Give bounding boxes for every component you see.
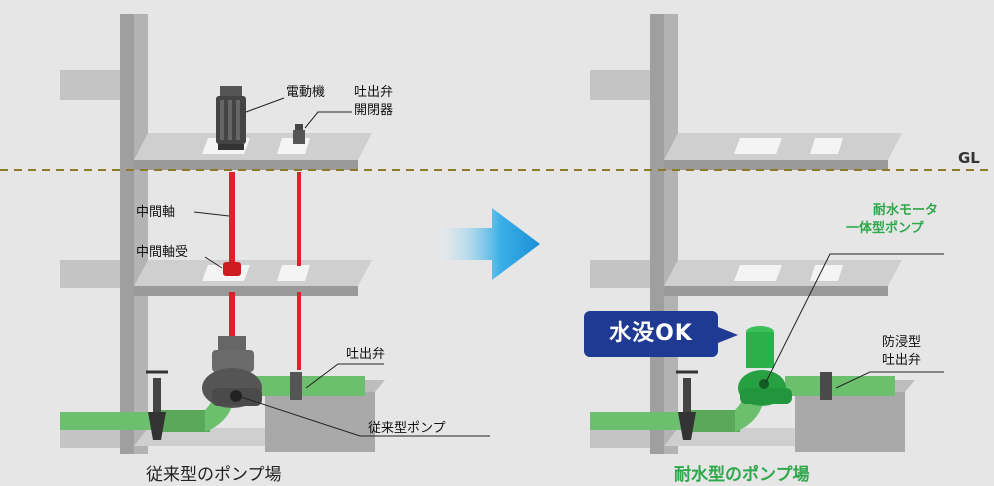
waterproof-pump-label-1: 耐水モータ (873, 203, 939, 218)
valve-opener-label-1: 吐出弁 (354, 85, 394, 100)
electric-motor (216, 86, 246, 150)
shaft-label: 中間軸 (136, 205, 176, 220)
waterproof-pump-shape (738, 326, 792, 406)
left-leader-lines (193, 97, 490, 437)
left-building (60, 14, 385, 454)
intermediate-shaft (223, 172, 301, 370)
conventional-pump-label: 従来型ポンプ (368, 421, 446, 436)
valve-opener-label-2: 開閉器 (354, 103, 394, 118)
flood-valve-label-2: 吐出弁 (882, 353, 922, 368)
transition-arrow (440, 208, 540, 280)
left-gate-valve (146, 370, 168, 440)
flood-valve-label-1: 防浸型 (882, 335, 922, 350)
left-caption: 従来型のポンプ場 (146, 465, 282, 485)
gl-label: GL (958, 149, 980, 167)
right-leader-lines (765, 253, 944, 389)
discharge-valve-label: 吐出弁 (346, 347, 386, 362)
motor-label: 電動機 (286, 85, 326, 100)
conventional-pump-shape (202, 336, 262, 408)
waterproof-pump-label-2: 一体型ポンプ (846, 221, 924, 236)
right-caption: 耐水型のポンプ場 (674, 465, 810, 485)
submersion-ok-badge: 水没OK (584, 311, 718, 357)
valve-opener (293, 124, 305, 144)
right-gate-valve (676, 370, 698, 440)
badge-pointer (708, 323, 738, 347)
bearing-label: 中間軸受 (136, 245, 189, 260)
